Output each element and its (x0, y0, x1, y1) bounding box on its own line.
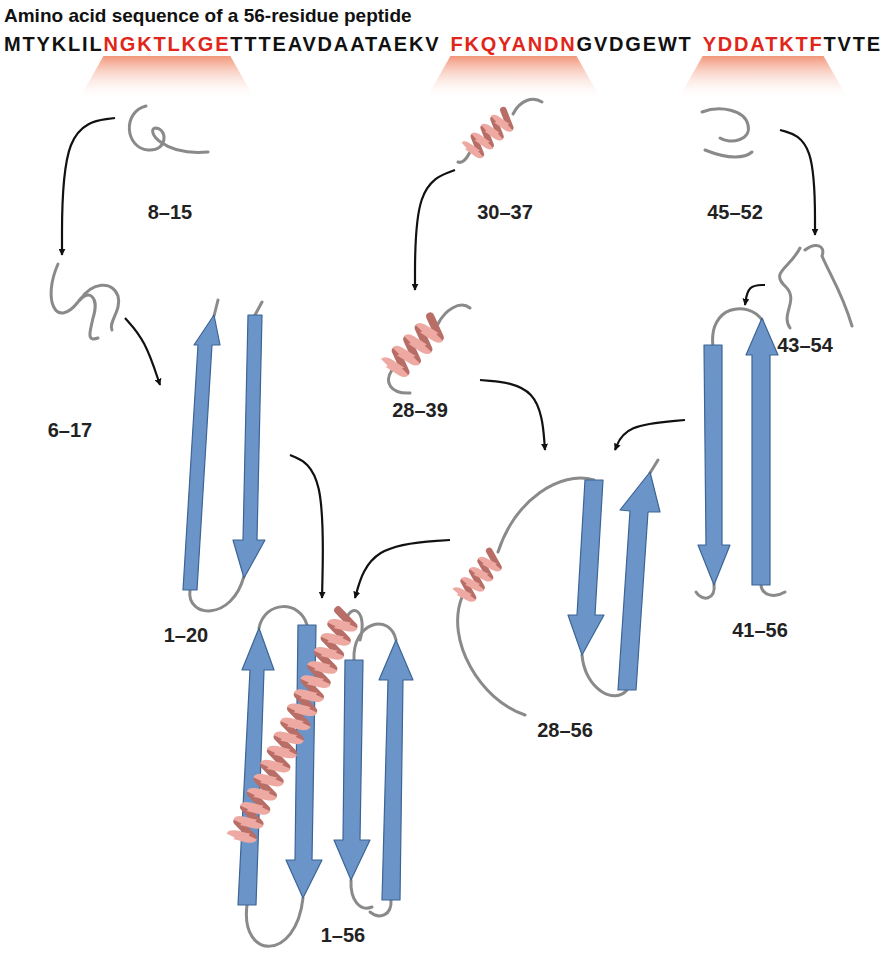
illustration-part (702, 109, 748, 141)
sequence-text: GVDGEWT (577, 33, 693, 55)
illustration-part (464, 110, 515, 158)
fragment-node: 28–39 (375, 290, 480, 425)
illustration-part (370, 900, 391, 916)
flow-arrow (355, 540, 450, 598)
hairpin-fragment (696, 309, 785, 598)
sequence-row: MTYKLILNGKTLKGETTTEAVDAATAEKV FKQYANDNGVD… (4, 33, 882, 56)
illustration-part (698, 345, 730, 585)
segment-highlight (678, 56, 849, 100)
flow-arrow (780, 130, 815, 235)
illustration-part (379, 640, 413, 900)
illustration-part (618, 472, 660, 690)
illustration-part (458, 597, 525, 715)
illustration-part (464, 110, 515, 158)
flow-arrow (745, 285, 765, 305)
illustration-part (696, 584, 714, 598)
sequence-segment: FKQYANDN (450, 33, 576, 55)
illustration-part (255, 302, 262, 315)
fragment-node: 1–20 (160, 300, 290, 650)
fragment-node: 45–52 (690, 95, 780, 225)
coil-fragment (780, 245, 852, 328)
folded-protein (231, 607, 413, 947)
helix-fragment (458, 99, 542, 162)
diagram-title: Amino acid sequence of a 56-residue pept… (4, 5, 412, 27)
illustration-part (231, 610, 357, 844)
illustration-part (334, 660, 370, 880)
sequence-segment: NGKTLKGE (103, 33, 230, 55)
fragment-node: 8–15 (115, 95, 225, 225)
fragment-label: 28–39 (392, 399, 448, 422)
coil-fragment (129, 106, 208, 152)
fragment-label: 1–20 (164, 624, 209, 647)
illustration-part (568, 480, 604, 655)
coil-fragment (702, 109, 752, 157)
illustration-part (257, 723, 303, 788)
illustration-part (513, 99, 542, 114)
illustration-part (805, 245, 852, 326)
illustration-part (761, 585, 785, 595)
fragment-node: 6–17 (30, 255, 125, 445)
fragment-label: 41–56 (732, 619, 788, 642)
helix-sheet-fragment (455, 460, 660, 715)
illustration-part (384, 317, 445, 378)
illustration-part (311, 610, 357, 675)
illustration-part (455, 551, 502, 603)
segment-highlight (78, 56, 255, 100)
illustration-part (233, 315, 265, 578)
illustration-part (438, 305, 470, 324)
illustration-part (384, 317, 445, 378)
fragment-label: 45–52 (707, 201, 763, 224)
flow-arrow (62, 118, 115, 255)
coil-fragment (51, 264, 119, 339)
illustration-part (231, 779, 277, 844)
illustration-part (780, 248, 800, 328)
fragment-label: 8–15 (148, 201, 193, 224)
segment-highlight (78, 56, 848, 100)
fragment-label: 6–17 (48, 419, 93, 442)
flow-arrow (125, 318, 160, 385)
illustration-part (458, 152, 470, 162)
sequence-text: TTTEAVDAATAEKV (230, 33, 440, 55)
illustration-part (51, 264, 98, 339)
illustration-part (183, 315, 220, 590)
flow-arrow (615, 420, 685, 450)
fragment-label: 28–56 (537, 719, 593, 742)
helix-fragment (384, 305, 470, 393)
illustration-part (498, 478, 594, 552)
illustration-part (455, 551, 502, 603)
illustration-part (80, 285, 119, 330)
fragment-node: 28–56 (450, 450, 670, 745)
illustration-part (129, 106, 208, 152)
segment-highlight (425, 56, 601, 100)
illustration-part (284, 667, 330, 732)
sequence-text: TVTE (824, 33, 882, 55)
flow-arrow (415, 170, 455, 290)
fragment-node: 30–37 (455, 95, 555, 225)
illustration-part (351, 880, 372, 908)
illustration-part (650, 460, 658, 473)
flow-arrow (480, 380, 545, 450)
fragment-node: 1–56 (220, 598, 430, 955)
fragment-node: 41–56 (685, 305, 800, 645)
illustration-part (746, 318, 778, 585)
illustration-part (214, 300, 218, 316)
flow-arrow (290, 455, 323, 598)
fragment-node: 43–54 (765, 235, 870, 360)
sequence-text: MTYKLIL (4, 33, 103, 55)
hairpin-fragment (183, 300, 265, 611)
fragment-label: 1–56 (321, 924, 366, 947)
sequence-segment: YDDATKTF (703, 33, 824, 55)
fragment-label: 43–54 (777, 334, 833, 357)
fragment-label: 30–37 (477, 201, 533, 224)
illustration-part (705, 150, 752, 157)
